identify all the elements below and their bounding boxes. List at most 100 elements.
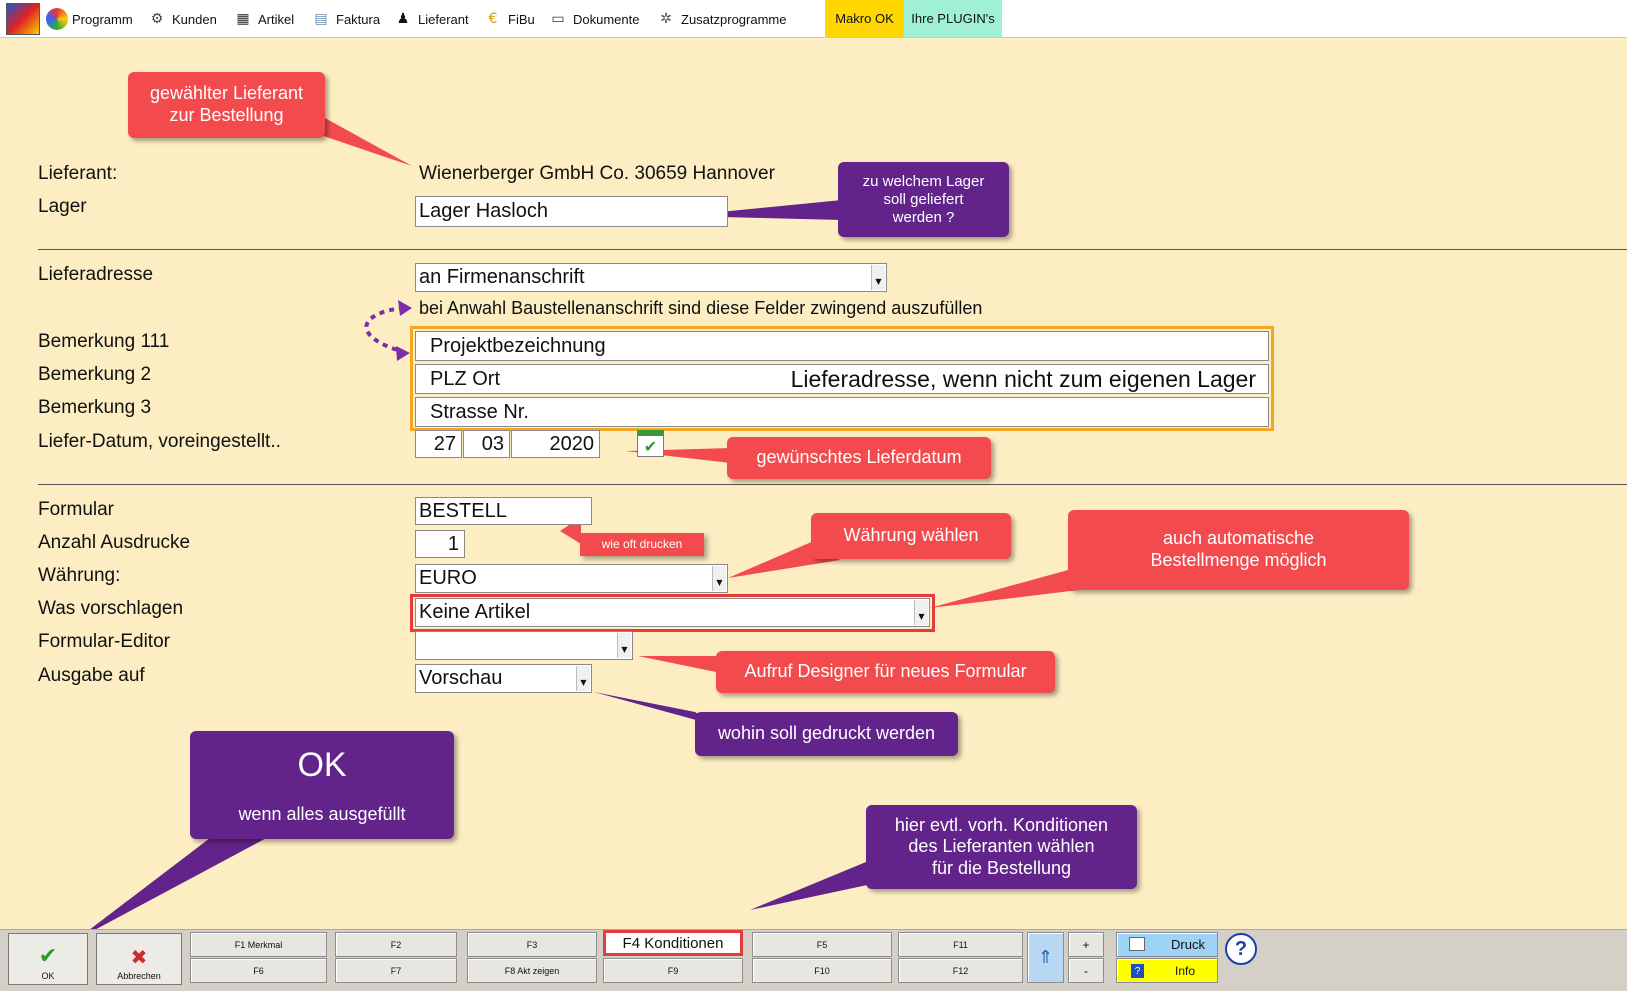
lieferadresse-value: an Firmenanschrift (419, 266, 585, 288)
callout-bestellmenge-line1: auch automatische (1162, 528, 1315, 549)
ok-button-label: OK (41, 971, 55, 981)
f5-button[interactable]: F5 (752, 932, 892, 957)
bemerkung3-field[interactable]: Strasse Nr. (415, 397, 1269, 427)
customers-icon: ⚙ (150, 11, 164, 27)
bemerkung2-field[interactable]: PLZ Ort Lieferadresse, wenn nicht zum ei… (415, 364, 1269, 394)
accounting-icon: € (488, 11, 498, 27)
label-lieferdatum: Liefer-Datum, voreingestellt.. (38, 431, 281, 452)
datum-day-value: 27 (433, 432, 456, 455)
cancel-icon: ✖ (130, 945, 148, 969)
connector-designer (638, 656, 716, 672)
lieferadresse-select[interactable]: an Firmenanschrift ▼ (415, 263, 887, 292)
f4-konditionen-button[interactable]: F4 Konditionen (603, 930, 743, 956)
f10-button[interactable]: F10 (752, 958, 892, 983)
label-lieferadresse: Lieferadresse (38, 264, 154, 285)
callout-ok-title: OK (297, 745, 347, 784)
label-lieferant: Lieferant: (38, 163, 118, 184)
callout-waehrung: Währung wählen (811, 513, 1011, 559)
menu-programm-label: Programm (72, 11, 133, 27)
label-ausgabe: Ausgabe auf (38, 665, 145, 686)
extra-programs-icon: ✲ (660, 11, 672, 27)
label-bemerkung3: Bemerkung 3 (38, 397, 152, 418)
waehrung-select[interactable]: EURO ▼ (415, 564, 728, 593)
menu-fibu-label: FiBu (508, 11, 535, 27)
lager-field[interactable]: Lager Hasloch (415, 196, 728, 227)
callout-ok-subtitle: wenn alles ausgefüllt (238, 803, 406, 824)
callout-lager-line3: werden ? (892, 208, 955, 226)
documents-icon: ▭ (551, 11, 565, 27)
ausgabe-select[interactable]: Vorschau ▼ (415, 664, 592, 693)
plugins-button[interactable]: Ihre PLUGIN's (904, 0, 1002, 37)
vorschlag-select[interactable]: Keine Artikel ▼ (415, 598, 930, 627)
app-logo-icon (6, 3, 40, 35)
ausgabe-value: Vorschau (419, 667, 503, 689)
datum-month-field[interactable]: 03 (463, 430, 510, 458)
info-label: Info (1174, 963, 1195, 978)
f9-button[interactable]: F9 (603, 958, 743, 983)
calendar-icon[interactable]: ✔ (637, 430, 664, 457)
f7-button[interactable]: F7 (335, 958, 457, 983)
chevron-down-icon: ▼ (914, 600, 928, 625)
plus-button[interactable]: + (1068, 932, 1104, 957)
help-label: ? (1234, 937, 1248, 960)
menu-kunden[interactable]: ⚙ Kunden (146, 0, 217, 38)
callout-lieferant: gewählter Lieferant zur Bestellung (128, 72, 325, 138)
menu-dokumente[interactable]: ▭ Dokumente (547, 0, 639, 38)
menu-zusatzprogramme[interactable]: ✲ Zusatzprogramme (655, 0, 786, 38)
anzahl-field[interactable]: 1 (415, 530, 465, 558)
f2-button[interactable]: F2 (335, 932, 457, 957)
formular-field[interactable]: BESTELL (415, 497, 592, 525)
menu-artikel-label: Artikel (258, 11, 295, 27)
printer-icon (1129, 937, 1145, 951)
datum-month-value: 03 (481, 432, 504, 455)
callout-konditionen: hier evtl. vorh. Konditionen des Liefera… (866, 805, 1137, 889)
chevron-down-icon: ▼ (617, 633, 631, 658)
callout-konditionen-line2: des Lieferanten wählen (908, 836, 1095, 857)
label-formular-editor: Formular-Editor (38, 631, 170, 652)
callout-wie-oft-text: wie oft drucken (601, 537, 683, 552)
menu-dokumente-label: Dokumente (573, 11, 640, 27)
bemerkung2-value: PLZ Ort (430, 367, 501, 390)
minus-button[interactable]: - (1068, 958, 1104, 983)
label-formular: Formular (38, 499, 115, 520)
bemerkung1-field[interactable]: Projektbezeichnung (415, 331, 1269, 361)
callout-waehrung-text: Währung wählen (843, 525, 979, 546)
chevron-down-icon: ▼ (712, 566, 726, 591)
callout-lieferdatum: gewünschtes Lieferdatum (727, 437, 991, 479)
menu-lieferant[interactable]: ♟ Lieferant (392, 0, 469, 38)
f8-button[interactable]: F8 Akt zeigen (467, 958, 597, 983)
bemerkung3-value: Strasse Nr. (430, 400, 529, 423)
bemerkung1-value: Projektbezeichnung (430, 334, 606, 357)
bemerkung-highlight (410, 326, 1274, 431)
article-icon: ▦ (236, 11, 250, 27)
f12-button[interactable]: F12 (898, 958, 1023, 983)
help-icon[interactable]: ? (1225, 933, 1257, 965)
connector-ok (76, 835, 272, 940)
menu-artikel[interactable]: ▦ Artikel (232, 0, 294, 38)
f11-button[interactable]: F11 (898, 932, 1023, 957)
f1-button[interactable]: F1 Merkmal (190, 932, 327, 957)
menu-fibu[interactable]: € FiBu (482, 0, 535, 38)
makro-ok-button[interactable]: Makro OK (825, 0, 904, 37)
divider-1 (38, 249, 1627, 250)
abbrechen-button-label: Abbrechen (117, 971, 161, 981)
menubar: Programm ⚙ Kunden ▦ Artikel ▤ Faktura ♟ … (0, 0, 1627, 38)
label-lager: Lager (38, 196, 87, 217)
scroll-up-icon[interactable]: ⇑ (1027, 932, 1064, 983)
abbrechen-button[interactable]: ✖ Abbrechen (96, 933, 182, 985)
menu-faktura[interactable]: ▤ Faktura (310, 0, 380, 38)
menu-kunden-label: Kunden (172, 11, 217, 27)
f3-button[interactable]: F3 (467, 932, 597, 957)
formular-editor-select[interactable]: ▼ (415, 631, 633, 660)
app-logo[interactable] (6, 0, 40, 38)
label-bemerkung1: Bemerkung 111 (38, 331, 170, 352)
dotted-arrow-head-top-icon (398, 300, 412, 316)
datum-day-field[interactable]: 27 (415, 430, 462, 458)
f6-button[interactable]: F6 (190, 958, 327, 983)
datum-year-field[interactable]: 2020 (511, 430, 600, 458)
menu-programm[interactable]: Programm (46, 0, 133, 38)
druck-button[interactable]: Druck (1116, 932, 1218, 957)
info-button[interactable]: ? Info (1116, 958, 1218, 983)
ok-button[interactable]: ✔ OK (8, 933, 88, 985)
